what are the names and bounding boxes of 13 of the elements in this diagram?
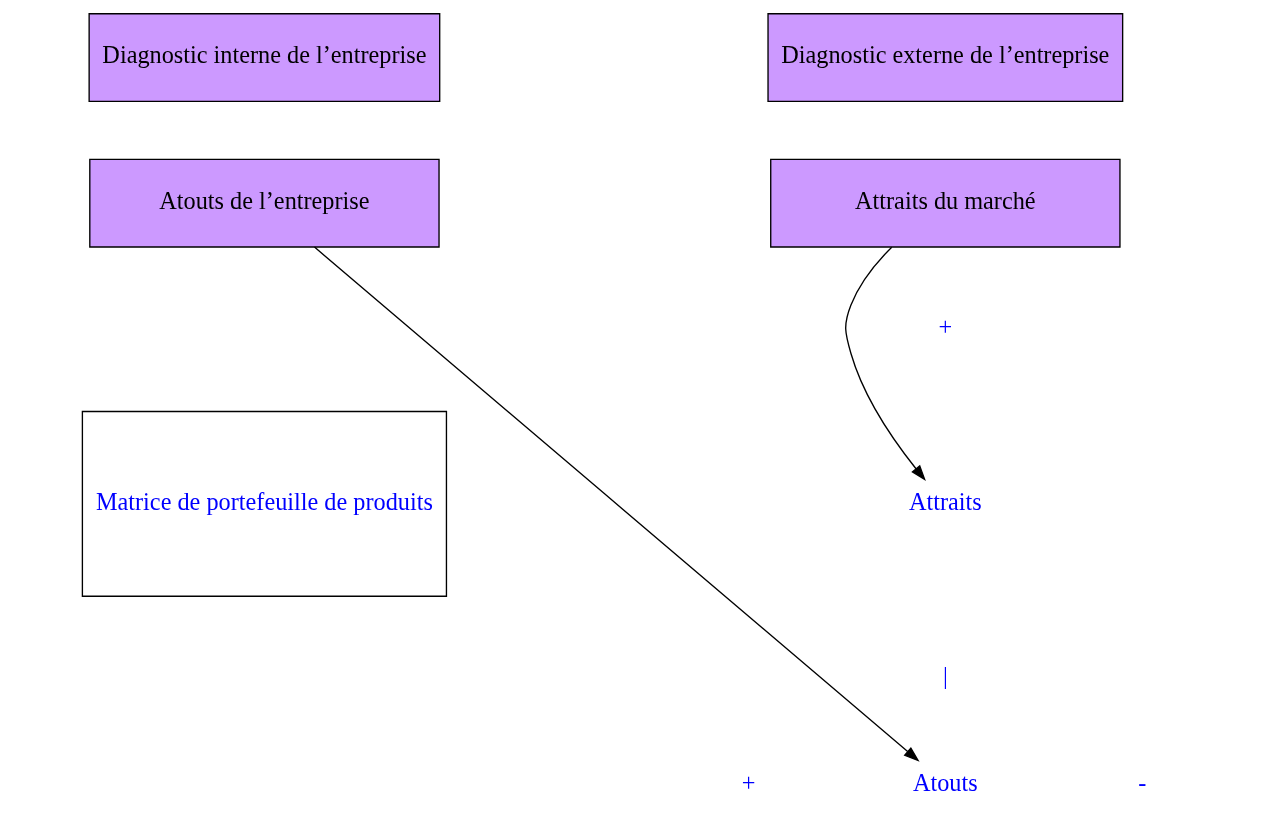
node-box: Diagnostic externe de l’entreprise: [767, 13, 1124, 103]
node-box: Atouts de l’entreprise: [89, 158, 440, 248]
label: |: [942, 662, 948, 690]
node-box: Attraits du marché: [770, 158, 1121, 248]
node-text: Attraits: [908, 487, 982, 515]
label: -: [1138, 768, 1147, 796]
arrow: [845, 246, 926, 481]
node-text: Atouts: [912, 768, 978, 796]
label: +: [741, 768, 756, 796]
arrow: [313, 246, 920, 762]
node-box: Matrice de portefeuille de produits: [81, 410, 448, 597]
node-box: Diagnostic interne de l’entreprise: [88, 13, 441, 103]
label: +: [938, 313, 953, 341]
